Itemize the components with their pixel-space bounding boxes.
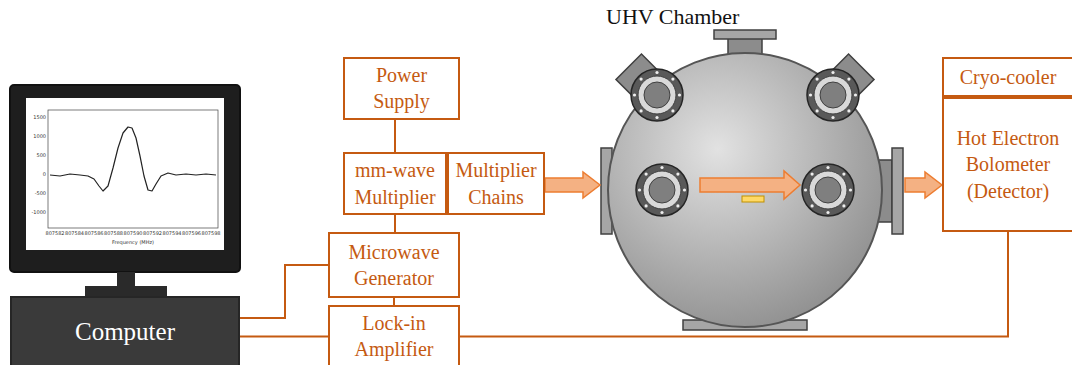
monitor-neck (117, 272, 135, 287)
node-text: mm-wave Multiplier (348, 157, 442, 210)
viewports (631, 69, 859, 216)
top-flange (714, 30, 776, 39)
right-flange (892, 148, 903, 234)
viewport (631, 69, 683, 121)
beam-arrow (700, 171, 800, 199)
tick-label: -1000 (28, 210, 46, 215)
process-box: Power Supply (343, 57, 460, 120)
viewport (636, 164, 688, 216)
node-text: UHV Chamber (606, 4, 739, 30)
signal-wire (393, 298, 395, 305)
process-box: Multiplier Chains (447, 152, 545, 215)
viewport (802, 164, 854, 216)
process-box: Cryo-cooler (942, 57, 1072, 97)
monitor-frame (10, 85, 240, 272)
node-text: Cryo-cooler (960, 64, 1057, 90)
signal-wire (460, 232, 1008, 336)
tick-label: 500 (28, 153, 46, 158)
tick-label: 807588 (103, 231, 125, 236)
tick-label: -500 (28, 191, 46, 196)
process-box: mm-wave Multiplier (343, 152, 447, 215)
spectrum-curve (50, 127, 216, 191)
tick-label: 0 (28, 172, 46, 177)
tick-label: 807586 (83, 231, 105, 236)
process-box: Microwave Generator (328, 232, 460, 298)
node-text: Multiplier Chains (452, 157, 540, 210)
node-text: Hot Electron Bolometer (Detector) (948, 125, 1068, 204)
beam-arrow (545, 172, 600, 198)
chamber-sphere (608, 53, 882, 327)
monitor-screen (26, 98, 224, 250)
sample (742, 196, 764, 202)
process-box: Lock-in Amplifier (328, 305, 460, 365)
viewport (807, 69, 859, 121)
uhv-chamber-drawing (601, 30, 903, 330)
beam-arrow (905, 172, 942, 198)
signal-wire (394, 215, 396, 232)
tick-label: 807592 (142, 231, 164, 236)
tick-label: 807596 (181, 231, 203, 236)
tick-label: 807590 (122, 231, 144, 236)
signal-wire (240, 265, 328, 318)
computer-box: Computer (10, 296, 240, 365)
node-text: Power Supply (352, 62, 452, 115)
tick-label: 1500 (28, 115, 46, 120)
node-text: Computer (75, 318, 175, 346)
tick-label: 807598 (200, 231, 222, 236)
plot-frame (48, 110, 218, 228)
signal-wire (394, 120, 396, 152)
tick-label: 807594 (161, 231, 183, 236)
signal-wire (240, 335, 328, 337)
detector-box: Hot Electron Bolometer (Detector) (942, 97, 1072, 232)
monitor-base (85, 286, 167, 296)
tick-label: 807582 (44, 231, 66, 236)
axis-title: Frequency (MHz) (103, 240, 163, 245)
tick-label: 1000 (28, 134, 46, 139)
chamber-node: UHV Chamber (600, 50, 905, 335)
node-text: Lock-in Amplifier (334, 310, 454, 363)
node-text: Microwave Generator (334, 239, 454, 292)
tick-label: 807584 (64, 231, 86, 236)
monitor (10, 85, 240, 296)
